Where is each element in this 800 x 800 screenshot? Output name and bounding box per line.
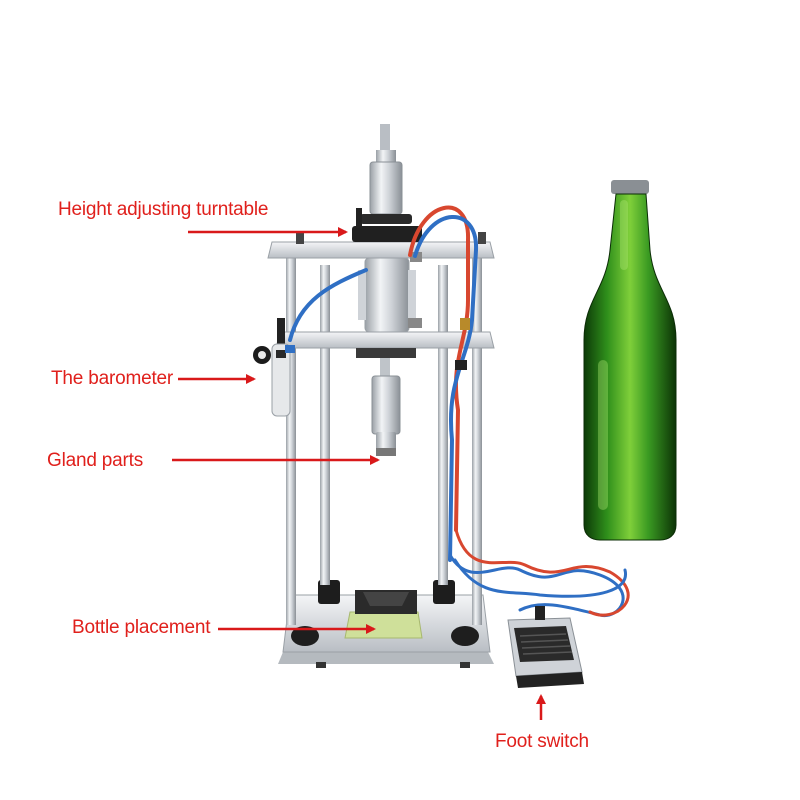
foot-switch-pedal (507, 606, 584, 688)
beer-bottle (583, 180, 677, 541)
label-height-adjusting-turntable: Height adjusting turntable (58, 199, 269, 220)
column-feet (291, 580, 479, 646)
barometer (253, 318, 291, 417)
bottle-placement-pad (344, 590, 423, 639)
label-foot-switch: Foot switch (495, 731, 589, 752)
support-columns (286, 255, 482, 625)
height-adjusting-turntable (352, 124, 422, 242)
hose-fittings (285, 318, 470, 370)
pneumatic-cylinder (358, 252, 422, 333)
annotation-arrows (172, 227, 546, 720)
gland-parts (356, 348, 416, 456)
capping-machine (253, 124, 630, 668)
label-barometer: The barometer (51, 368, 174, 389)
label-gland-parts: Gland parts (47, 450, 144, 471)
label-bottle-placement: Bottle placement (72, 617, 211, 638)
air-hoses (288, 205, 630, 617)
